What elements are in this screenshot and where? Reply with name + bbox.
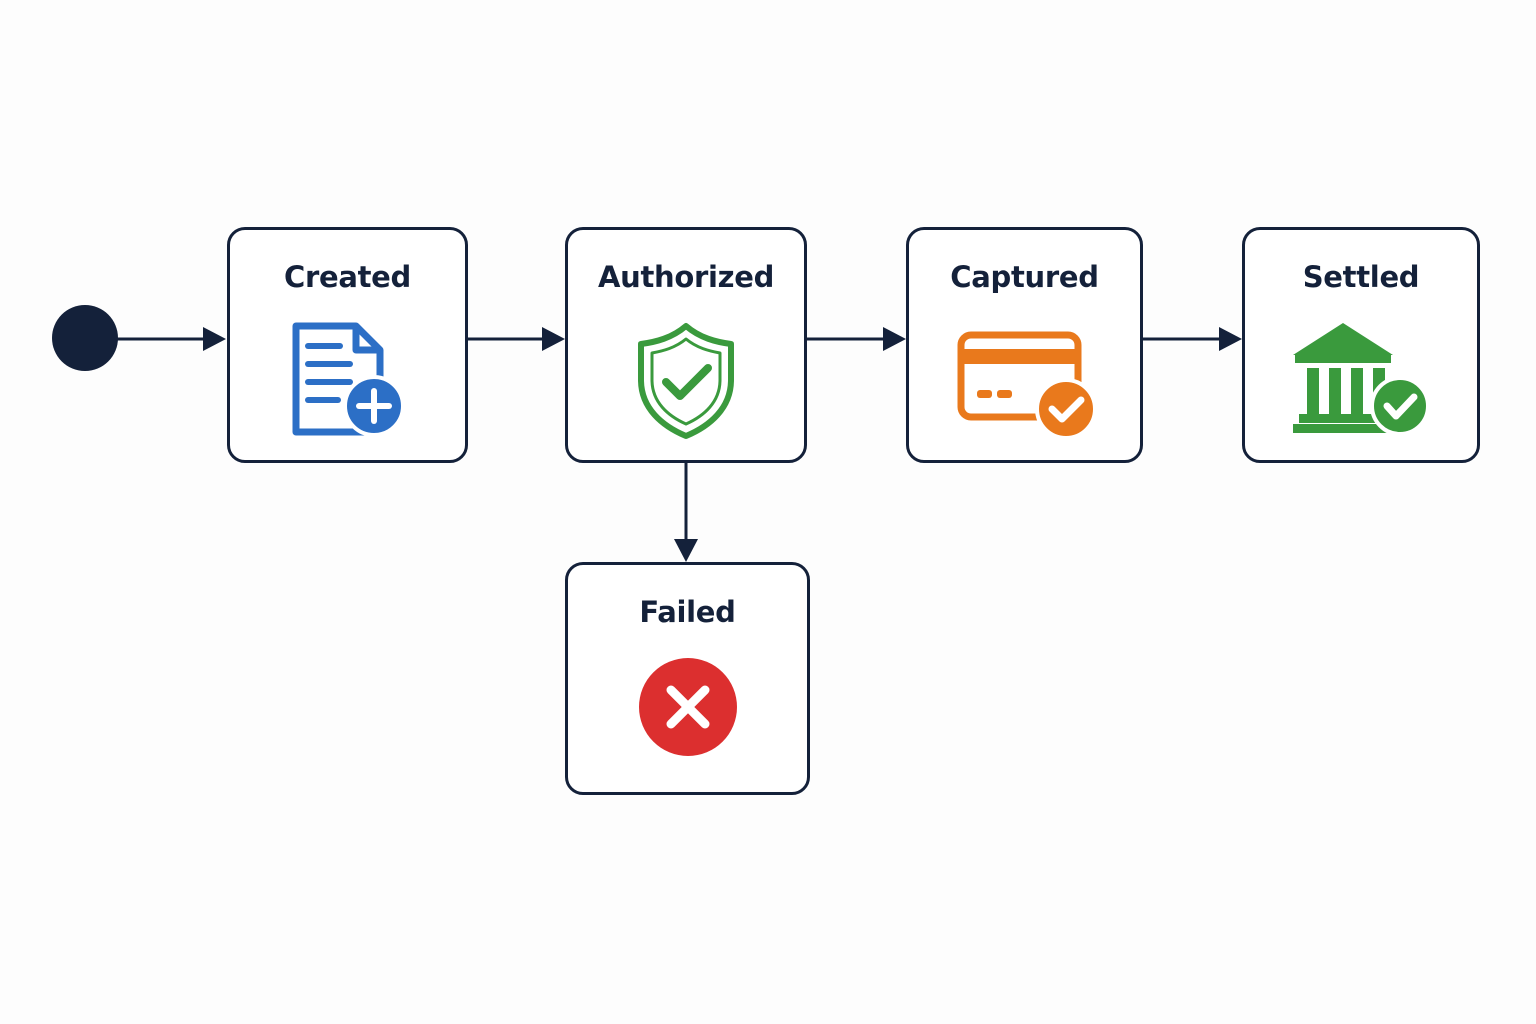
state-created[interactable]: Created — [227, 227, 468, 463]
state-captured[interactable]: Captured — [906, 227, 1143, 463]
arrowhead — [674, 539, 698, 562]
error-x-icon — [638, 658, 737, 756]
state-label: Captured — [950, 260, 1099, 294]
arrowhead — [883, 327, 906, 351]
shield-check-icon — [638, 323, 734, 439]
state-settled[interactable]: Settled — [1242, 227, 1480, 463]
transition-authorized-to-failed — [674, 463, 698, 562]
state-label: Settled — [1302, 260, 1420, 294]
bank-check-icon — [1293, 323, 1430, 436]
start-node — [52, 305, 118, 371]
state-authorized[interactable]: Authorized — [565, 227, 807, 463]
transition-authorized-to-captured — [807, 327, 906, 351]
transition-created-to-authorized — [468, 327, 565, 351]
state-label: Authorized — [597, 260, 775, 294]
state-label: Created — [283, 260, 411, 294]
arrowhead — [1219, 327, 1242, 351]
arrowhead — [542, 327, 565, 351]
transition-start-to-created — [117, 327, 226, 351]
state-failed[interactable]: Failed — [565, 562, 810, 795]
arrowhead — [203, 327, 226, 351]
credit-card-check-icon — [957, 331, 1095, 439]
transition-captured-to-settled — [1143, 327, 1242, 351]
document-add-icon — [292, 322, 405, 437]
state-label: Failed — [639, 595, 736, 629]
